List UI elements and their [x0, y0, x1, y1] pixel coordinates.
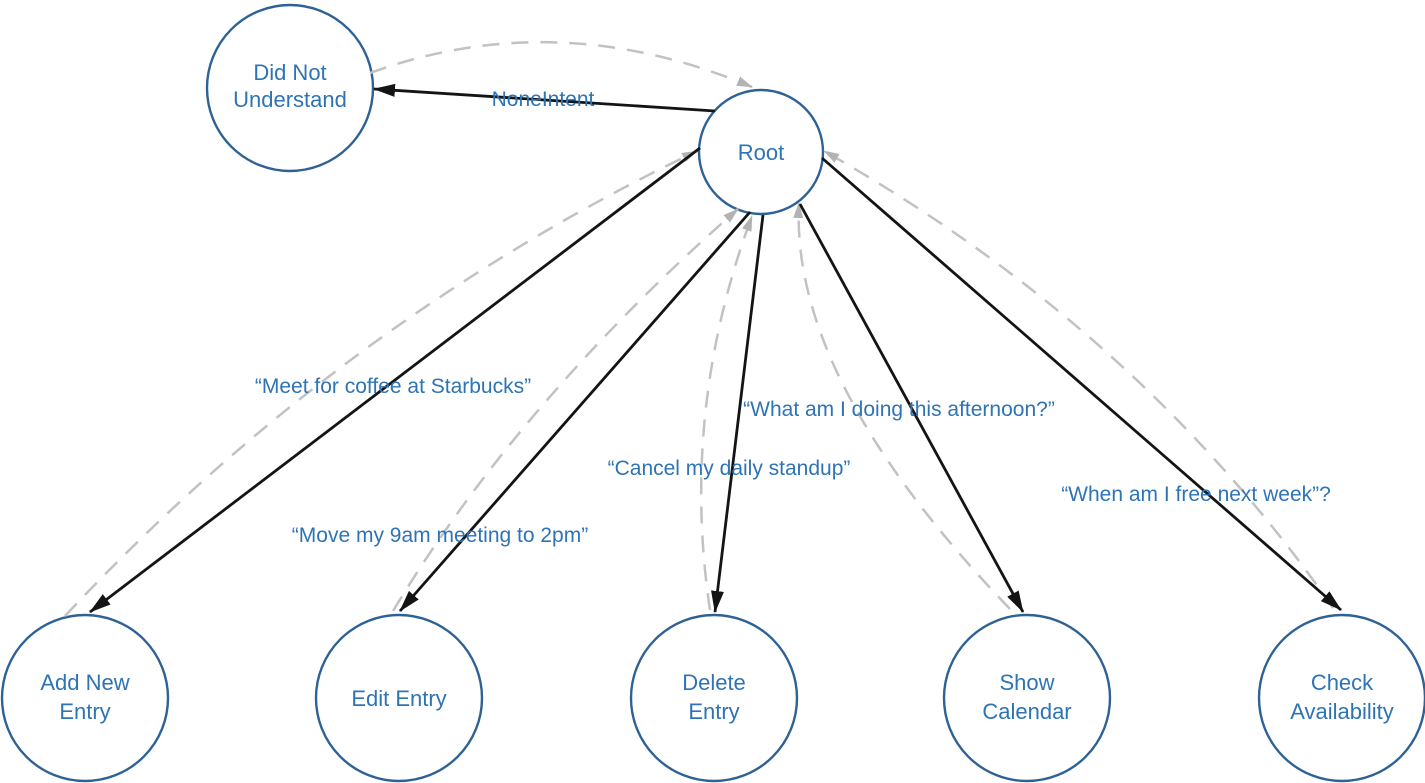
- node-delete-entry-circle: [629, 613, 799, 783]
- node-show-calendar-label-line1: Show: [999, 670, 1054, 695]
- edge-root-to-edit-entry: [398, 211, 752, 612]
- node-show-calendar-circle: [942, 613, 1112, 783]
- edge-label-none-intent: NoneIntent: [492, 88, 595, 111]
- edge-return-did-not-understand-to-root: [369, 41, 753, 89]
- edge-return-check-availability-to-root: [823, 149, 1335, 609]
- node-delete-entry-label-line1: Delete: [682, 670, 746, 695]
- edge-root-to-check-availability: [821, 156, 1342, 612]
- edge-root-to-show-calendar: [798, 203, 1025, 613]
- edge-root-to-delete-entry: [711, 214, 765, 613]
- node-add-new-entry-circle: [0, 613, 170, 783]
- edge-label-edit-utterance: “Move my 9am meeting to 2pm”: [292, 524, 588, 547]
- node-add-new-entry-label-line1: Add New: [40, 670, 129, 695]
- node-show-calendar-label-line2: Calendar: [982, 699, 1071, 724]
- node-did-not-understand-label-line1: Did Not: [253, 60, 326, 85]
- edge-label-add-utterance: “Meet for coffee at Starbucks”: [255, 375, 531, 398]
- node-root-circle: [697, 88, 825, 216]
- node-check-availability-label-line1: Check: [1311, 670, 1374, 695]
- edge-return-add-new-entry-to-root: [64, 149, 698, 617]
- edge-label-delete-utterance: “Cancel my daily standup”: [608, 457, 851, 480]
- node-delete-entry-label-line2: Entry: [688, 699, 739, 724]
- edge-label-check-utterance: “When am I free next week”?: [1061, 483, 1331, 506]
- node-check-availability-circle: [1257, 613, 1425, 783]
- node-did-not-understand-label-line2: Understand: [233, 87, 347, 112]
- node-check-availability-label-line2: Availability: [1290, 699, 1394, 724]
- node-add-new-entry-label-line2: Entry: [59, 699, 110, 724]
- edge-root-to-add-new-entry: [89, 146, 701, 614]
- edge-return-show-calendar-to-root: [793, 202, 1011, 610]
- node-edit-entry-circle: [314, 613, 484, 783]
- node-did-not-understand-circle: [205, 3, 375, 173]
- edge-label-show-utterance: “What am I doing this afternoon?”: [743, 398, 1055, 421]
- node-root-label: Root: [738, 140, 784, 165]
- edge-root-to-did-not-understand: [373, 83, 716, 113]
- node-edit-entry-label: Edit Entry: [351, 686, 446, 711]
- edge-return-edit-entry-to-root: [391, 208, 739, 612]
